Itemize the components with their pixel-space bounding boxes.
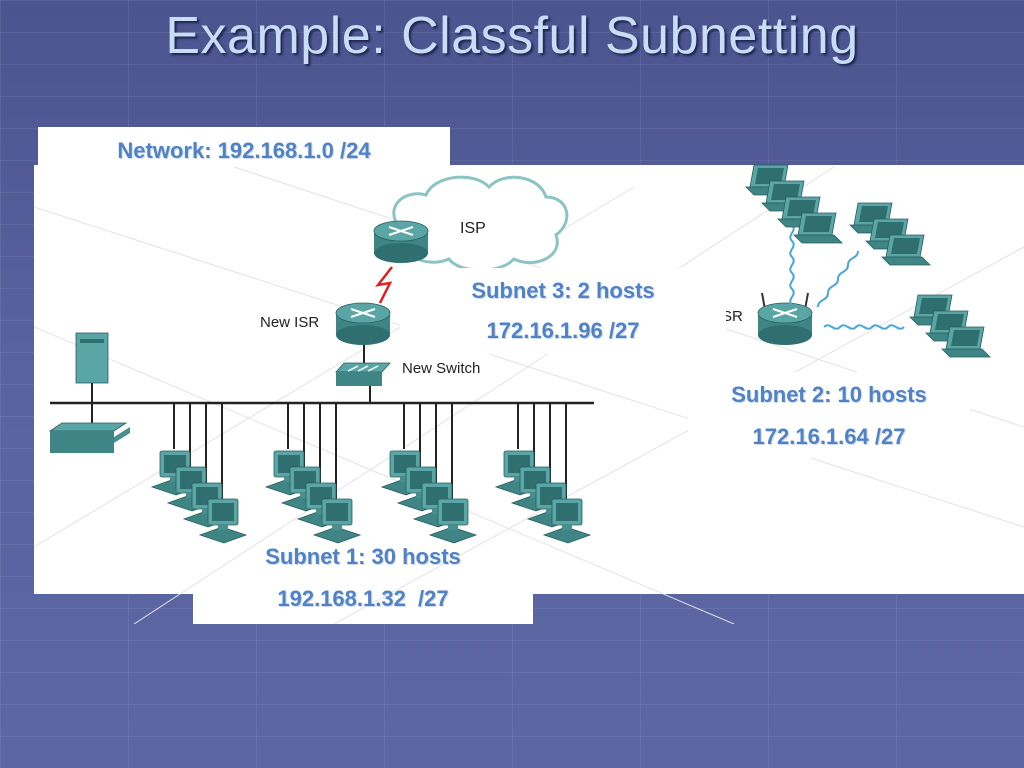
printer-icon	[48, 403, 130, 453]
subnet3-label-box	[400, 268, 726, 354]
isr-partial-label: SR	[722, 308, 743, 325]
isp-router-icon	[373, 220, 429, 264]
new-isr-router-icon	[335, 302, 391, 346]
subnet2-address-label: 172.16.1.64 /27	[752, 424, 906, 449]
pc-cluster-1	[151, 450, 247, 544]
wan-link	[375, 266, 393, 304]
new-isr-label: New ISR	[260, 314, 319, 331]
pc-cluster-3	[381, 450, 477, 544]
server-icon	[75, 332, 109, 403]
laptop-cluster-2	[849, 202, 931, 266]
wireless-links	[789, 224, 905, 330]
wireless-router-icon	[757, 292, 813, 346]
network-address-label: Network: 192.168.1.0 /24	[117, 138, 371, 163]
isp-cloud	[392, 175, 569, 272]
isp-label: ISP	[460, 220, 486, 237]
new-switch-icon	[335, 362, 391, 386]
subnet2-hosts-label: Subnet 2: 10 hosts	[731, 382, 927, 407]
subnet1-hosts-label: Subnet 1: 30 hosts	[265, 544, 461, 569]
new-switch-label: New Switch	[402, 360, 480, 377]
subnet1-address-label: 192.168.1.32 /27	[277, 586, 449, 611]
subnet3-address-label: 172.16.1.96 /27	[486, 318, 640, 343]
network-label-panel	[38, 127, 450, 167]
network-diagram: ISP New ISR New Switch	[34, 164, 1024, 624]
laptop-cluster-3	[909, 294, 991, 358]
slide-title: Example: Classful Subnetting	[165, 7, 859, 65]
subnet3-hosts-label: Subnet 3: 2 hosts	[471, 278, 655, 303]
subnet2-label-box	[688, 372, 970, 458]
